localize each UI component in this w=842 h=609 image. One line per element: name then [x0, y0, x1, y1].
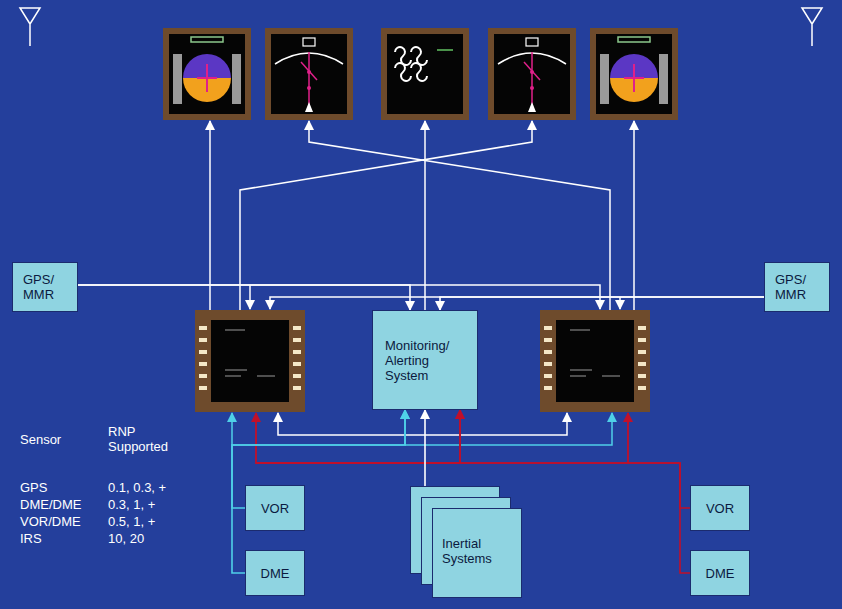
box-label: Monitoring/ Alerting System [385, 338, 465, 383]
system-box: GPS/ MMR [764, 262, 830, 312]
signal-connector [232, 410, 405, 573]
box-label: VOR [261, 501, 289, 516]
table-cell: 10, 20 [108, 531, 208, 546]
box-label: GPS/ MMR [23, 272, 67, 302]
box-label: VOR [706, 501, 734, 516]
box-label: DME [261, 566, 290, 581]
system-box: DME [245, 550, 305, 596]
table-cell: 0.1, 0.3, + [108, 480, 208, 495]
signal-connector [78, 285, 410, 310]
table-header: Sensor [20, 432, 100, 447]
system-box: GPS/ MMR [12, 262, 78, 312]
system-box: VOR [690, 485, 750, 531]
box-label: Inertial Systems [442, 536, 514, 566]
system-box: Monitoring/ Alerting System [372, 310, 478, 410]
table-cell: VOR/DME [20, 514, 106, 529]
system-box: DME [690, 550, 750, 596]
system-stack: Inertial Systems [410, 486, 522, 598]
table-cell: IRS [20, 531, 106, 546]
signal-connector [424, 410, 426, 486]
table-cell: 0.5, 1, + [108, 514, 208, 529]
table-cell: DME/DME [20, 497, 106, 512]
box-label: DME [706, 566, 735, 581]
table-header: RNP Supported [108, 424, 188, 454]
system-box: VOR [245, 485, 305, 531]
table-cell: GPS [20, 480, 106, 495]
signal-connector [440, 297, 764, 310]
box-label: GPS/ MMR [775, 272, 819, 302]
table-cell: 0.3, 1, + [108, 497, 208, 512]
